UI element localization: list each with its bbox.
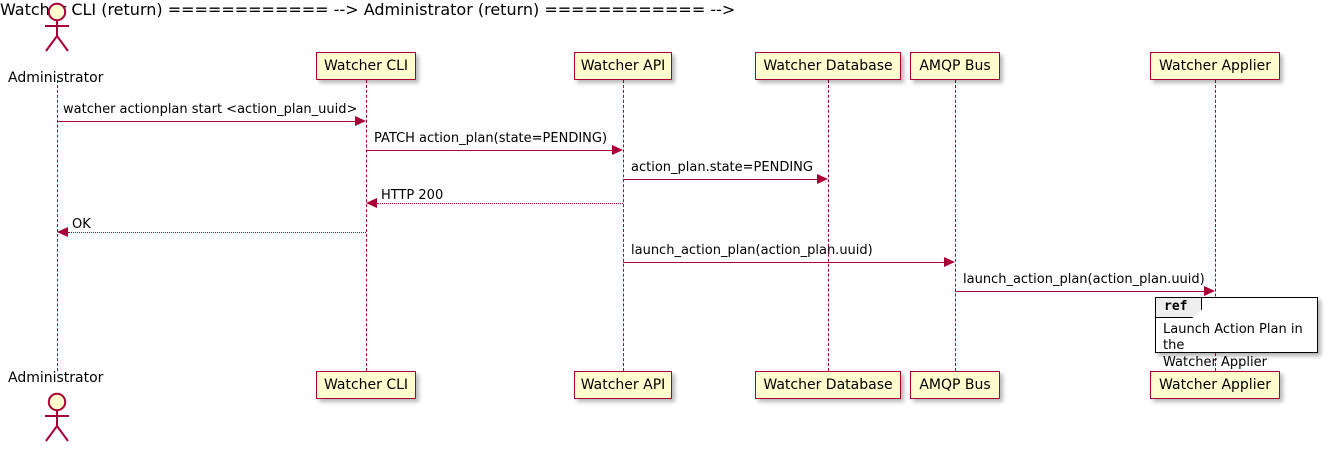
participant-label: Watcher Applier xyxy=(1159,58,1271,74)
participant-label: Watcher CLI xyxy=(323,377,409,393)
message-label-6: launch_action_plan(action_plan.uuid) xyxy=(631,243,873,258)
message-arrowhead-6 xyxy=(944,257,955,267)
participant-label: AMQP Bus xyxy=(919,58,991,74)
actor-administrator-top xyxy=(39,2,75,54)
participant-label: Watcher Database xyxy=(763,377,893,393)
message-label-7: launch_action_plan(action_plan.uuid) xyxy=(963,272,1205,287)
ref-fragment-body: Launch Action Plan in the Watcher Applie… xyxy=(1163,322,1317,371)
participant-label: Watcher API xyxy=(580,58,666,74)
lifeline-watcher-cli xyxy=(366,80,367,371)
message-label-1: watcher actionplan start <action_plan_uu… xyxy=(63,102,358,117)
participant-box-watcher-api-top[interactable]: Watcher API xyxy=(574,52,672,80)
participant-label: AMQP Bus xyxy=(919,377,991,393)
message-label-4: HTTP 200 xyxy=(381,188,444,203)
participant-box-watcher-database-top[interactable]: Watcher Database xyxy=(755,52,901,80)
message-arrowhead-4 xyxy=(366,198,377,208)
message-arrowhead-1 xyxy=(355,116,366,126)
message-arrow-7 xyxy=(955,291,1204,292)
lifeline-amqp-bus xyxy=(955,80,956,371)
message-arrow-5 xyxy=(68,232,366,233)
participant-box-amqp-bus-bottom[interactable]: AMQP Bus xyxy=(910,371,1000,399)
message-arrow-1 xyxy=(57,121,355,122)
participant-box-amqp-bus-top[interactable]: AMQP Bus xyxy=(910,52,1000,80)
actor-figure-icon xyxy=(45,2,69,52)
message-arrowhead-7 xyxy=(1204,286,1215,296)
participant-box-watcher-applier-bottom[interactable]: Watcher Applier xyxy=(1150,371,1280,399)
ref-fragment-body-line-1: Launch Action Plan in the xyxy=(1163,322,1303,354)
lifeline-watcher-api xyxy=(623,80,624,371)
actor-administrator-bottom xyxy=(39,392,75,444)
message-label-5: OK xyxy=(72,217,91,232)
message-arrow-4 xyxy=(377,203,623,204)
participant-box-watcher-cli-bottom[interactable]: Watcher CLI xyxy=(316,371,416,399)
participant-label: Watcher Database xyxy=(763,58,893,74)
message-arrow-6 xyxy=(623,262,944,263)
lifeline-watcher-database xyxy=(828,80,829,371)
message-arrowhead-3 xyxy=(817,174,828,184)
participant-box-watcher-cli-top[interactable]: Watcher CLI xyxy=(316,52,416,80)
participant-label: Watcher CLI xyxy=(323,58,409,74)
actor-label-administrator-bottom: Administrator xyxy=(8,370,104,386)
ref-fragment-tab-label: ref xyxy=(1156,298,1203,318)
actor-label-administrator-top: Administrator xyxy=(8,70,104,86)
message-arrowhead-2 xyxy=(612,145,623,155)
participant-label: Watcher Applier xyxy=(1159,377,1271,393)
lifeline-administrator xyxy=(57,80,58,371)
message-label-2: PATCH action_plan(state=PENDING) xyxy=(374,131,608,146)
ref-fragment-box[interactable]: ref Launch Action Plan in the Watcher Ap… xyxy=(1155,297,1318,370)
message-arrow-2 xyxy=(366,150,612,151)
message-arrowhead-5 xyxy=(57,227,68,237)
lifeline-watcher-applier xyxy=(1215,80,1216,371)
message-arrow-3 xyxy=(623,179,817,180)
participant-label: Watcher API xyxy=(580,377,666,393)
participant-box-watcher-api-bottom[interactable]: Watcher API xyxy=(574,371,672,399)
actor-figure-icon xyxy=(45,392,69,442)
ref-fragment-body-line-2: Watcher Applier xyxy=(1163,354,1267,370)
participant-box-watcher-database-bottom[interactable]: Watcher Database xyxy=(755,371,901,399)
message-label-3: action_plan.state=PENDING xyxy=(631,160,813,175)
participant-box-watcher-applier-top[interactable]: Watcher Applier xyxy=(1150,52,1280,80)
